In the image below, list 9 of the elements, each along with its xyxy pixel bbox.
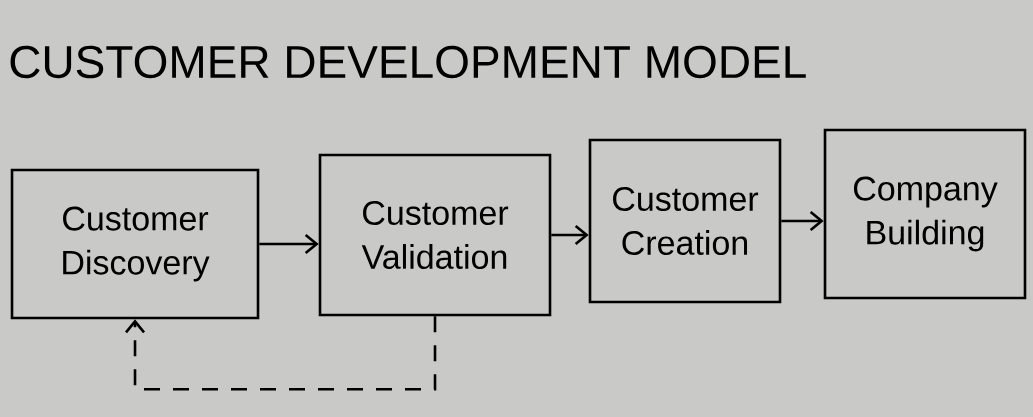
dashed-arrow xyxy=(125,316,437,391)
process-box: Customer Creation xyxy=(588,138,782,304)
arrow xyxy=(259,234,319,254)
arrow xyxy=(551,225,589,245)
arrow xyxy=(781,211,824,231)
process-box: Company Building xyxy=(823,128,1027,300)
process-box: Customer Discovery xyxy=(10,168,260,320)
process-box: Customer Validation xyxy=(318,153,552,317)
title: CUSTOMER DEVELOPMENT MODEL xyxy=(10,45,806,79)
